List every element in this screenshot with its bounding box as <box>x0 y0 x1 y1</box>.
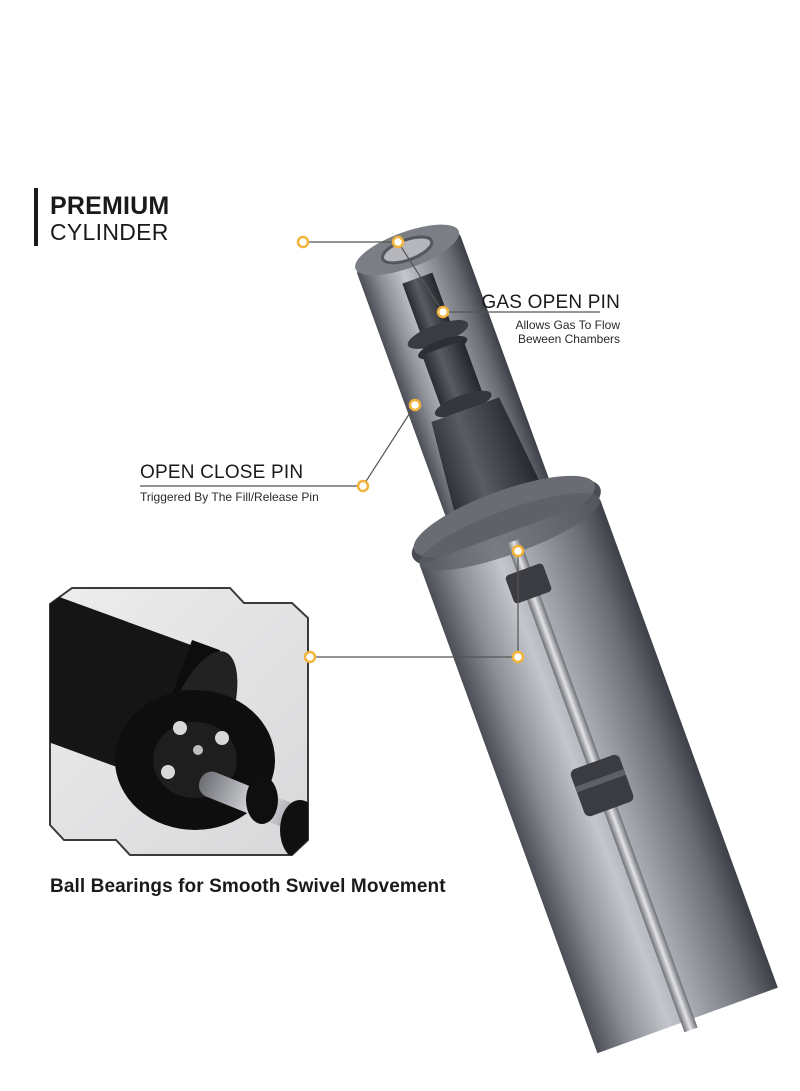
gas-open-pin-subtitle-line2: Beween Chambers <box>517 332 620 346</box>
ball-bearings-caption: Ball Bearings for Smooth Swivel Movement <box>50 876 446 897</box>
open-close-pin-title: OPEN CLOSE PIN <box>140 462 304 483</box>
title-premium: PREMIUM <box>50 192 170 220</box>
ball-bearing-photo <box>49 587 309 856</box>
gas-open-pin-subtitle: Allows Gas To Flow Beween Chambers <box>516 318 620 346</box>
gas-open-pin-title: GAS OPEN PIN <box>481 292 620 313</box>
cylinder-body <box>355 224 778 1054</box>
title-accent-bar <box>34 188 38 246</box>
gas-open-pin-subtitle-line1: Allows Gas To Flow <box>515 318 620 332</box>
title-cylinder: CYLINDER <box>50 219 169 245</box>
open-close-pin-subtitle: Triggered By The Fill/Release Pin <box>140 490 319 504</box>
callout-dots <box>296 235 525 664</box>
